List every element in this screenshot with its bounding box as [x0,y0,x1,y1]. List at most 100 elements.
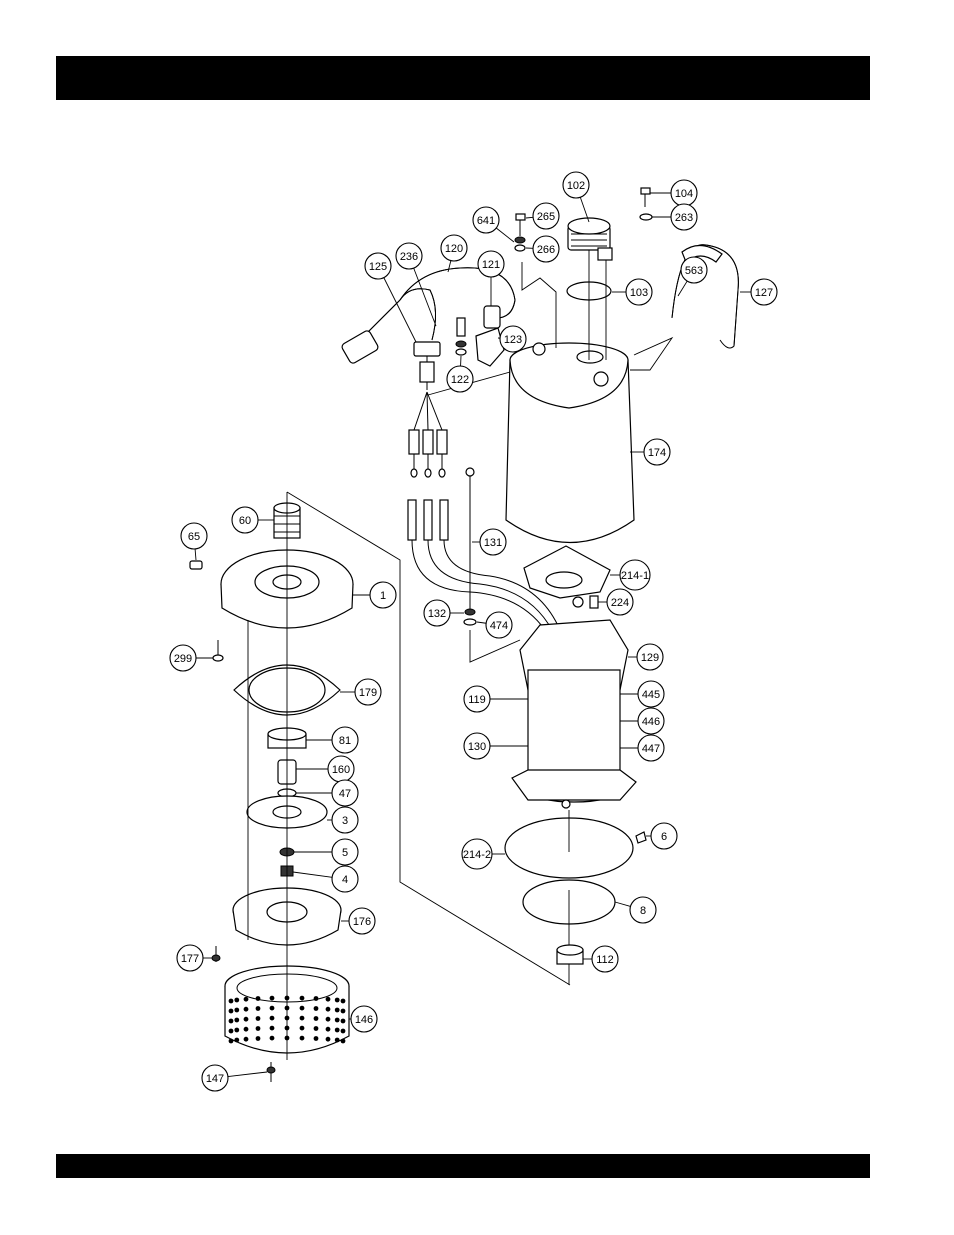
strainer-hole [255,1006,261,1011]
callout-label: 127 [755,287,773,299]
callout-label: 160 [332,764,350,776]
strainer-hole [269,1025,275,1031]
power-cable-120 [341,267,516,390]
callout-circle [650,822,678,850]
callout-label: 4 [342,874,348,886]
strainer-hole [243,996,249,1002]
callout-122: 122 [446,355,474,393]
strainer-hole [228,998,234,1004]
strainer-hole [269,1015,275,1021]
callout-146: 146 [349,1005,378,1033]
callout-label: 224 [611,597,629,609]
callout-129: 129 [628,643,664,671]
callout-leader [413,267,437,327]
callout-circle [479,528,507,556]
bracket-123 [455,317,505,367]
callout-127: 127 [740,278,778,306]
strainer-hole [299,1015,305,1021]
handle-127 [671,244,739,349]
callout-leader [579,197,590,223]
strainer-hole [234,1007,240,1013]
callout-circle [680,256,708,284]
strainer-hole [228,1038,234,1044]
callout-leader [476,621,487,624]
callout-label: 102 [567,180,585,192]
callout-circle [532,202,560,230]
callout-label: 130 [468,741,486,753]
callout-266: 266 [525,235,560,263]
callout-1: 1 [353,581,397,609]
callout-label: 214-1 [621,570,649,582]
strainer-hole [269,1035,275,1041]
callout-label: 146 [355,1014,373,1026]
strainer-hole [234,1017,240,1023]
callout-label: 474 [490,620,508,632]
strainer-hole [255,1016,261,1021]
callout-446: 446 [620,707,665,735]
callout-label: 174 [648,447,666,459]
strainer-hole [325,996,331,1002]
strainer-hole [299,995,305,1001]
callout-label: 563 [685,265,703,277]
callout-circle [472,206,500,234]
callout-label: 445 [642,689,660,701]
callout-label: 119 [468,694,486,706]
callout-563: 563 [677,256,708,297]
strainer-hole [340,1008,346,1014]
strainer-hole [325,1006,331,1012]
callout-circle [750,278,778,306]
callout-circle [461,838,493,870]
callout-leader [292,871,333,878]
bushing-112 [556,944,584,965]
callout-177: 177 [176,944,212,972]
callout-214-2: 214-2 [461,838,505,870]
strainer-hole [243,1016,249,1022]
callout-circle [395,242,423,270]
callout-label: 214-2 [463,849,491,861]
callout-236: 236 [395,242,437,327]
strainer-hole [234,1027,240,1033]
callout-4: 4 [292,865,359,893]
callout-label: 103 [630,287,648,299]
callout-123: 123 [497,325,527,353]
callout-label: 132 [428,608,446,620]
bolt-147 [266,1062,276,1082]
strainer-hole [299,1005,305,1011]
strainer-hole [299,1025,305,1031]
callout-641: 641 [472,206,515,243]
callout-label: 265 [537,211,555,223]
callout-132: 132 [423,599,464,627]
callout-65: 65 [180,522,208,561]
callout-label: 299 [174,653,192,665]
discharge-fitting-102 [567,217,613,261]
strainer-hole [340,1018,346,1024]
strainer-hole [243,1006,249,1012]
callout-179: 179 [340,678,382,706]
footer-bar [56,1154,870,1178]
callout-125: 125 [364,252,417,343]
callout-circle [463,685,491,713]
callout-104: 104 [650,179,698,207]
callout-circle [176,944,204,972]
callout-224: 224 [598,588,634,616]
callout-label: 641 [477,215,495,227]
strainer-hole [313,1036,319,1041]
callout-6: 6 [646,822,678,850]
callout-8: 8 [614,896,657,924]
strainer-hole [340,1038,346,1044]
callout-265: 265 [525,202,560,230]
callout-214-1: 214-1 [610,559,651,591]
callout-circle [331,726,359,754]
callout-label: 176 [353,916,371,928]
screw-299 [212,640,224,662]
callout-leader [383,277,417,343]
callout-circle [562,171,590,199]
wire-leads-131 [407,467,561,631]
callout-label: 65 [188,531,200,543]
callout-leader [677,280,688,297]
callout-circle [670,203,698,231]
strainer-hole [228,1018,234,1024]
callout-label: 1 [380,590,386,602]
